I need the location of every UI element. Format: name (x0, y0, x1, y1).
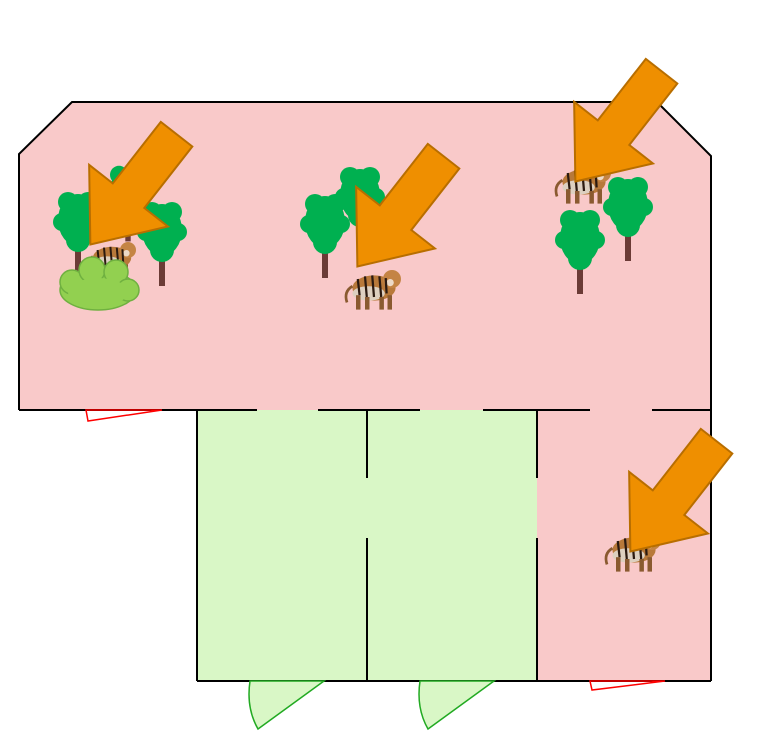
bush-icon (59, 256, 140, 311)
green-door-left (248, 680, 327, 731)
left-safe-room (197, 410, 367, 681)
middle-safe-room (367, 410, 537, 681)
green-door-middle (418, 680, 497, 731)
red-door-top-left (85, 409, 163, 422)
red-door-bottom-right (589, 680, 666, 691)
